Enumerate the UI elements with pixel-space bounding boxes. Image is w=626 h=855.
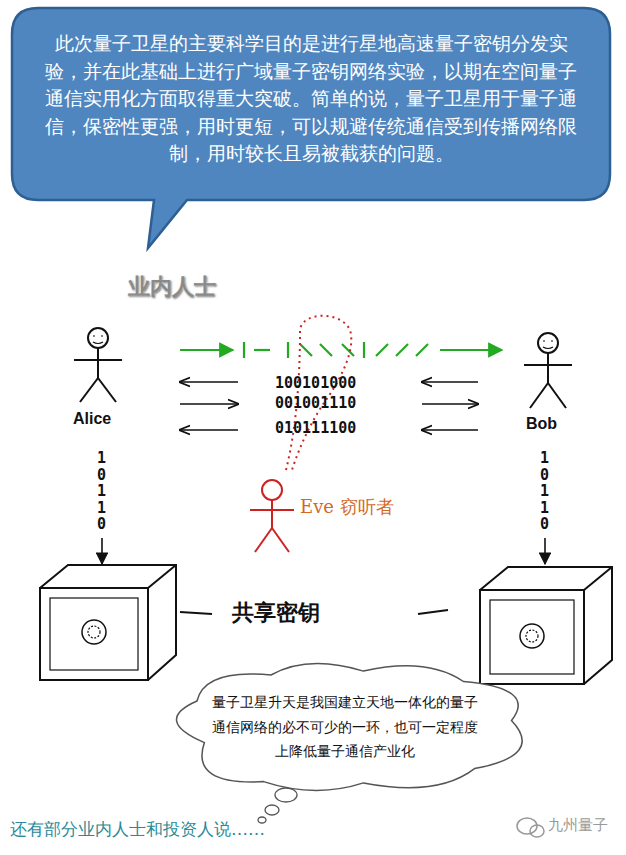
node-text: 此次量子卫星的主要科学目的是进行星地高速量子密钥分发实验，并在此基础上进行广域量…	[42, 30, 580, 168]
person-name: Bob	[526, 415, 557, 433]
heading-label: 业内人士	[128, 272, 216, 302]
watermark-icon	[517, 818, 544, 837]
alice-figure	[74, 328, 122, 402]
bit-string: 001001110	[275, 394, 356, 412]
safe-bob	[480, 567, 612, 684]
safe-alice	[40, 565, 176, 680]
bob-figure	[524, 333, 572, 408]
speech-bubble: 此次量子卫星的主要科学目的是进行星地高速量子密钥分发实验，并在此基础上进行广域量…	[12, 8, 610, 200]
thought-cloud: 量子卫星升天是我国建立天地一体化的量子通信网络的必不可少的一环，也可一定程度上降…	[160, 662, 530, 792]
shared-key-line	[180, 612, 212, 614]
eavesdrop-loop	[286, 316, 351, 470]
shared-key-line	[418, 610, 448, 614]
key-bits: 10110	[537, 450, 552, 533]
bit-string: 010111100	[275, 419, 356, 437]
watermark: 九州量子	[548, 816, 608, 835]
thought-dots	[258, 788, 297, 823]
key-bits: 10110	[94, 450, 109, 533]
person-name: Alice	[73, 410, 111, 428]
key-arrow	[101, 538, 103, 564]
quantum-channel	[180, 342, 502, 358]
eve-figure	[250, 480, 294, 552]
eavesdropper-label: Eve 窃听者	[300, 495, 394, 519]
node-text: 量子卫星升天是我国建立天地一体化的量子通信网络的必不可少的一环，也可一定程度上降…	[206, 690, 484, 764]
footer-note: 还有部分业内人士和投资人说……	[10, 818, 265, 841]
shared-key-label: 共享密钥	[232, 598, 320, 628]
key-arrow	[544, 538, 546, 564]
bit-string: 100101000	[275, 374, 356, 392]
